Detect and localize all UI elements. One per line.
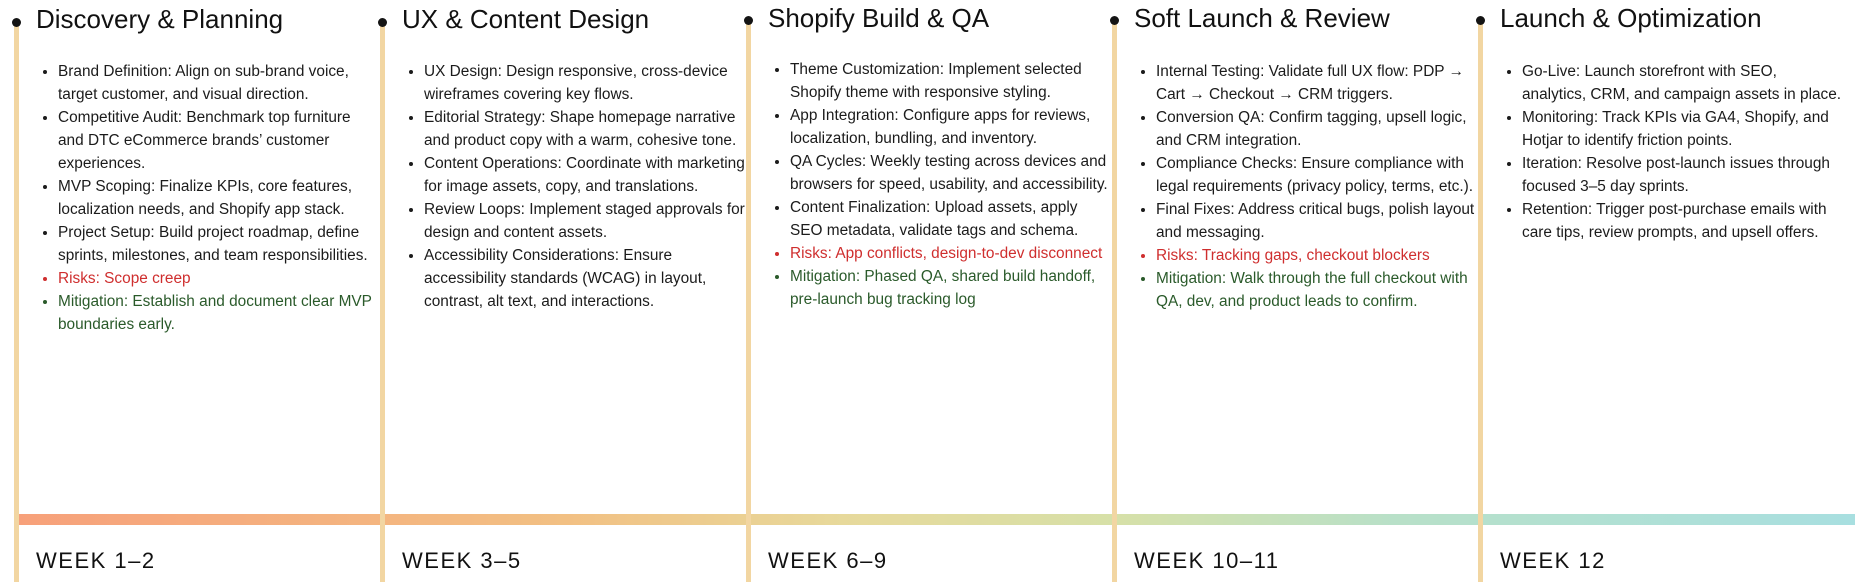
task-item: Review Loops: Implement staged approvals… [424, 198, 746, 244]
phase-vertical-line [14, 22, 19, 582]
task-item: Competitive Audit: Benchmark top furnitu… [58, 106, 380, 175]
task-item: App Integration: Configure apps for revi… [790, 104, 1112, 150]
week-label: WEEK 12 [1500, 548, 1606, 573]
task-item: Retention: Trigger post-purchase emails … [1522, 198, 1844, 244]
timeline-gradient-bar [14, 514, 1855, 525]
phase-vertical-line [1478, 22, 1483, 582]
phase-column: Soft Launch & ReviewInternal Testing: Va… [1098, 0, 1474, 582]
task-item: Brand Definition: Align on sub-brand voi… [58, 60, 380, 106]
phase-marker-dot [12, 18, 21, 27]
phase-marker-dot [1110, 16, 1119, 25]
risk-item: Risks: App conflicts, design-to-dev disc… [790, 242, 1112, 265]
task-item: Editorial Strategy: Shape homepage narra… [424, 106, 746, 152]
risk-item: Risks: Tracking gaps, checkout blockers [1156, 244, 1478, 267]
phase-title: Launch & Optimization [1500, 3, 1762, 33]
phase-marker-dot [744, 16, 753, 25]
task-item: UX Design: Design responsive, cross-devi… [424, 60, 746, 106]
task-item: Internal Testing: Validate full UX flow:… [1156, 60, 1478, 106]
phase-task-list: Go-Live: Launch storefront with SEO, ana… [1500, 60, 1844, 244]
mitigation-item: Mitigation: Walk through the full checko… [1156, 267, 1478, 313]
week-label: WEEK 3–5 [402, 548, 522, 573]
task-item: Project Setup: Build project roadmap, de… [58, 221, 380, 267]
mitigation-item: Mitigation: Phased QA, shared build hand… [790, 265, 1112, 311]
phase-title: UX & Content Design [402, 4, 650, 34]
week-label: WEEK 6–9 [768, 548, 888, 573]
phase-task-list: Theme Customization: Implement selected … [768, 58, 1112, 311]
task-item: Content Finalization: Upload assets, app… [790, 196, 1112, 242]
phase-column: Launch & OptimizationGo-Live: Launch sto… [1464, 0, 1841, 582]
phase-task-list: UX Design: Design responsive, cross-devi… [402, 60, 746, 313]
phase-task-list: Brand Definition: Align on sub-brand voi… [36, 60, 380, 336]
risk-item: Risks: Scope creep [58, 267, 380, 290]
phase-vertical-line [380, 22, 385, 582]
phase-marker-dot [378, 18, 387, 27]
week-label: WEEK 1–2 [36, 548, 156, 573]
task-item: Theme Customization: Implement selected … [790, 58, 1112, 104]
phase-title: Soft Launch & Review [1134, 3, 1390, 33]
task-item: Content Operations: Coordinate with mark… [424, 152, 746, 198]
phase-column: Shopify Build & QATheme Customization: I… [732, 0, 1108, 582]
task-item: QA Cycles: Weekly testing across devices… [790, 150, 1112, 196]
mitigation-item: Mitigation: Establish and document clear… [58, 290, 380, 336]
phase-column: UX & Content Design UX Design: Design res… [366, 0, 745, 582]
week-label: WEEK 10–11 [1134, 548, 1280, 573]
phase-vertical-line [746, 22, 751, 582]
task-item: Compliance Checks: Ensure compliance wit… [1156, 152, 1478, 198]
phase-title: Shopify Build & QA [768, 3, 990, 33]
task-item: Go-Live: Launch storefront with SEO, ana… [1522, 60, 1844, 106]
task-item: MVP Scoping: Finalize KPIs, core feature… [58, 175, 380, 221]
phase-marker-dot [1476, 16, 1485, 25]
phase-column: Discovery & PlanningBrand Definition: Al… [0, 0, 372, 582]
phase-task-list: Internal Testing: Validate full UX flow:… [1134, 60, 1478, 313]
task-item: Monitoring: Track KPIs via GA4, Shopify,… [1522, 106, 1844, 152]
task-item: Accessibility Considerations: Ensure acc… [424, 244, 746, 313]
task-item: Conversion QA: Confirm tagging, upsell l… [1156, 106, 1478, 152]
phase-vertical-line [1112, 22, 1117, 582]
task-item: Iteration: Resolve post-launch issues th… [1522, 152, 1844, 198]
task-item: Final Fixes: Address critical bugs, poli… [1156, 198, 1478, 244]
phase-title: Discovery & Planning [36, 4, 284, 34]
